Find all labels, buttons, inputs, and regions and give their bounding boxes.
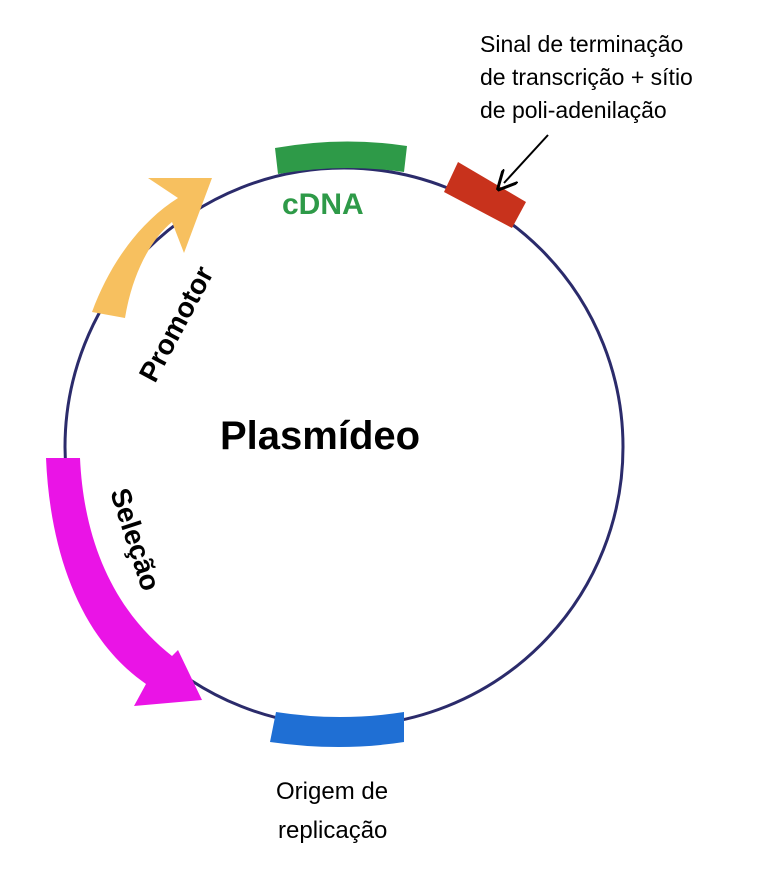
selection-arrow [46, 458, 202, 706]
cdna-label: cDNA [282, 188, 364, 221]
origin-segment [270, 712, 404, 747]
terminator-segment [444, 162, 526, 228]
selection-label: Seleção [104, 484, 166, 594]
terminator-label-line1: Sinal de terminação [480, 31, 683, 57]
origin-label-line2: replicação [278, 817, 387, 844]
origin-label-line1: Origem de [276, 778, 388, 805]
cdna-segment [275, 141, 407, 174]
terminator-label-line2: de transcrição + sítio [480, 64, 693, 90]
promoter-arrow [92, 178, 212, 318]
promoter-label: Promotor [133, 261, 220, 387]
terminator-pointer-arrow [504, 134, 549, 183]
terminator-label-line3: de poli-adenilação [480, 97, 667, 123]
plasmid-title: Plasmídeo [220, 414, 420, 458]
